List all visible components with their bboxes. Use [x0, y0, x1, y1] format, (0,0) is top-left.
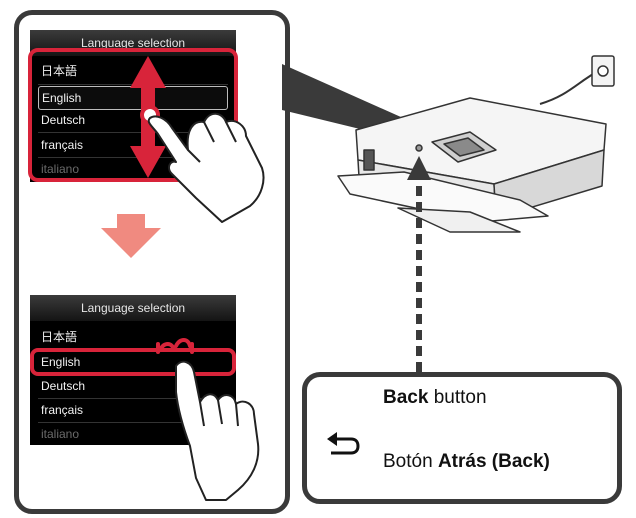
language-item-french[interactable]: français	[41, 403, 84, 417]
hand-pointer-icon	[175, 360, 260, 501]
hand-pointer-icon	[147, 112, 265, 223]
language-item-japanese[interactable]: 日本語	[41, 64, 78, 78]
back-button-label-en: Back button	[383, 387, 487, 408]
back-button-pointer	[407, 156, 431, 372]
tap-marker-icon	[156, 338, 194, 354]
language-item-german[interactable]: Deutsch	[41, 113, 86, 127]
language-item-english[interactable]: English	[41, 355, 81, 369]
back-button-callout: Back button Botón Atrás (Back)	[302, 372, 622, 504]
language-item-italian[interactable]: italiano	[41, 162, 80, 176]
language-item-french[interactable]: français	[41, 138, 84, 152]
printer-illustration	[337, 55, 615, 233]
language-item-italian[interactable]: italiano	[41, 427, 80, 441]
back-arrow-icon	[327, 432, 360, 455]
back-button-label-es: Botón Atrás (Back)	[383, 451, 550, 472]
lcd-screen-tap: Language selection 日本語 English Deutsch f…	[30, 295, 236, 445]
down-arrow-icon	[101, 214, 161, 258]
language-item-english[interactable]: English	[38, 86, 228, 110]
screen-title: Language selection	[30, 295, 236, 321]
highlight-frame-list	[28, 48, 238, 182]
highlight-frame-english	[30, 348, 236, 376]
language-item-german[interactable]: Deutsch	[41, 379, 86, 393]
language-item-japanese[interactable]: 日本語	[41, 330, 78, 344]
